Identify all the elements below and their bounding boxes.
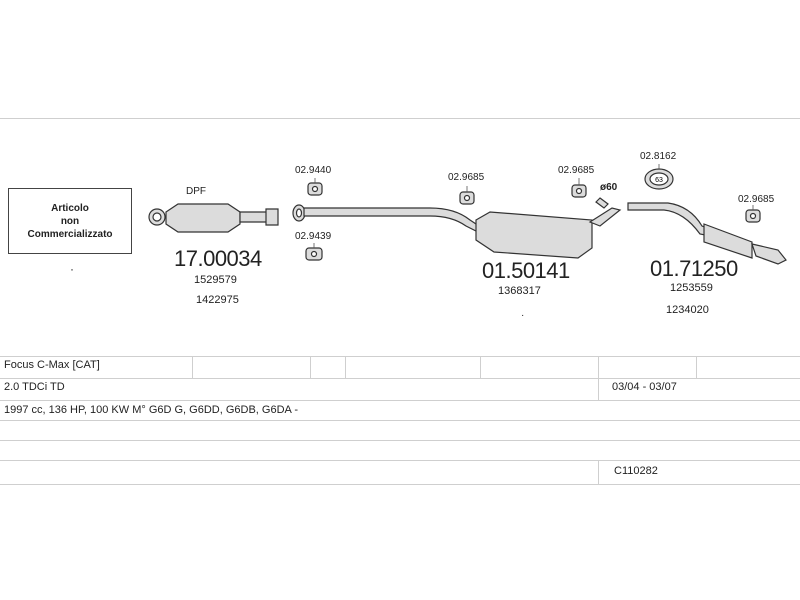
table-rule-3 (0, 400, 800, 401)
oem-number-rear-silencer-2: 1234020 (666, 304, 709, 316)
part-number-rear-silencer: 01.71250 (650, 256, 738, 281)
table-divider-3 (345, 356, 346, 378)
vehicle-spec: 1997 cc, 136 HP, 100 KW M° G6D G, G6DD, … (4, 404, 298, 416)
table-rule-7 (0, 484, 800, 485)
part-number-dpf: 17.00034 (174, 246, 262, 271)
oem-number-dpf-1: 1529579 (194, 274, 237, 286)
table-rule-6 (0, 460, 800, 461)
hanger-icon-3 (459, 191, 475, 205)
dpf-flange-icon (148, 208, 166, 226)
gasket-icon (292, 204, 306, 222)
small-dot-2: · (521, 310, 525, 321)
hardware-label-1: 02.9440 (295, 165, 332, 176)
not-sold-box: Articolo non Commercializzato (8, 188, 132, 254)
table-divider-7 (598, 460, 599, 484)
table-divider-4 (480, 356, 481, 378)
diameter-label: ø60 (600, 182, 618, 193)
ring-label: 63 (655, 177, 663, 184)
catalog-code: C110282 (614, 465, 658, 477)
clamp-icon (595, 197, 609, 209)
oem-number-rear-silencer-1: 1253559 (670, 282, 713, 294)
table-divider-6 (696, 356, 697, 378)
top-rule (0, 118, 800, 119)
table-divider-2 (310, 356, 311, 378)
hardware-label-2: 02.9439 (295, 231, 332, 242)
silencer-outlet (588, 207, 622, 227)
table-rule-4 (0, 420, 800, 421)
table-divider-5 (598, 356, 599, 400)
not-sold-line-1: Articolo (51, 202, 89, 214)
tail-pipe (751, 243, 787, 265)
hanger-icon-2 (305, 247, 323, 261)
dpf-outlet-end (265, 208, 279, 226)
vehicle-engine: 2.0 TDCi TD (4, 381, 65, 393)
exhaust-diagram: 63 (148, 164, 787, 265)
not-sold-line-3: Commercializzato (27, 228, 113, 240)
dpf-label: DPF (186, 186, 206, 197)
middle-silencer (475, 211, 593, 259)
rear-silencer (703, 223, 753, 259)
oem-number-dpf-2: 1422975 (196, 294, 239, 306)
hardware-label-4: 02.9685 (558, 165, 595, 176)
ring-icon (644, 168, 674, 190)
hardware-label-5: 02.8162 (640, 151, 677, 162)
table-divider-1 (192, 356, 193, 378)
oem-number-middle-silencer: 1368317 (498, 285, 541, 297)
table-rule-5 (0, 440, 800, 441)
hardware-label-3: 02.9685 (448, 172, 485, 183)
small-dot: · (70, 262, 74, 276)
hardware-label-6: 02.9685 (738, 194, 775, 205)
hanger-icon-4 (571, 184, 587, 198)
vehicle-model: Focus C-Max [CAT] (4, 359, 100, 371)
dpf-body (165, 203, 241, 233)
vehicle-years: 03/04 - 03/07 (612, 381, 677, 393)
hanger-icon-1 (307, 182, 323, 196)
part-number-middle-silencer: 01.50141 (482, 258, 570, 283)
table-rule-2 (0, 378, 800, 379)
hanger-icon-5 (745, 209, 761, 223)
not-sold-line-2: non (60, 215, 80, 227)
dpf-outlet-pipe (239, 211, 269, 223)
table-rule-1 (0, 356, 800, 357)
